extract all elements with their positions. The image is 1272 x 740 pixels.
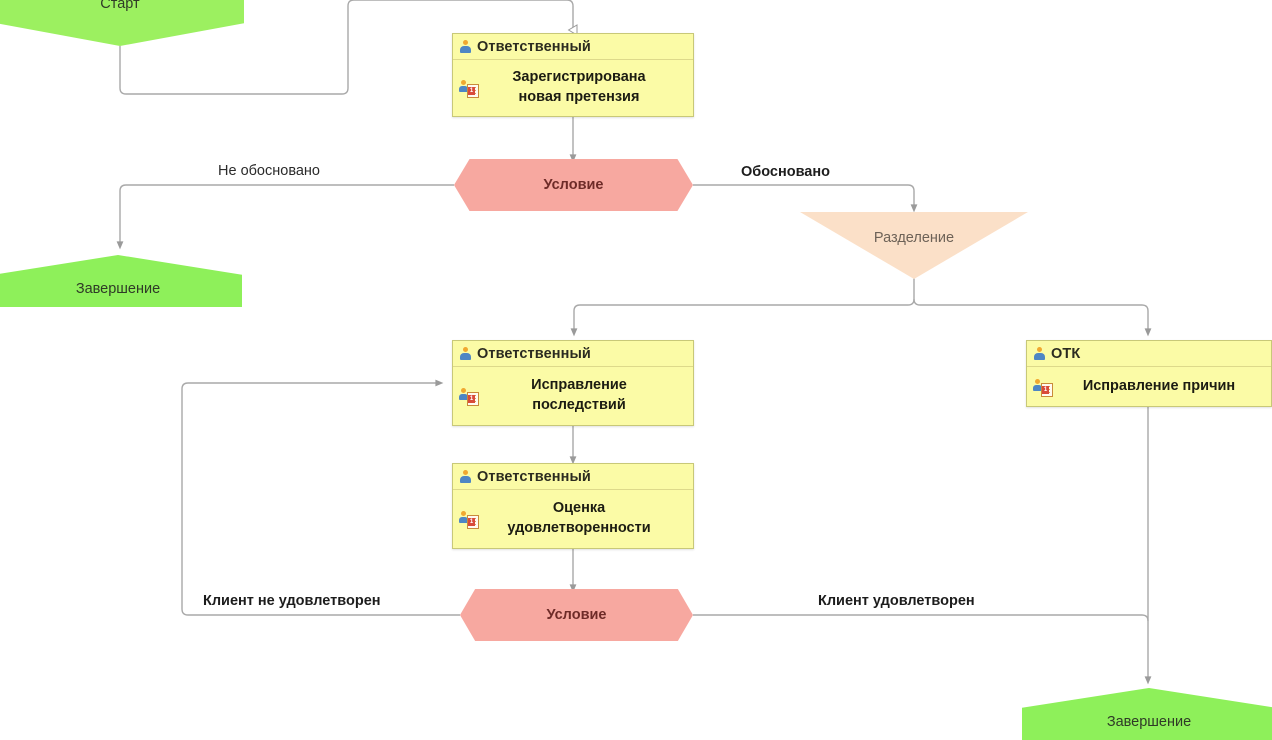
task-fix-causes-body: 1 Исправление причин — [1027, 367, 1271, 406]
task-satisfaction-header: Ответственный — [453, 464, 693, 490]
edge-label-client-not-satisfied: Клиент не удовлетворен — [203, 593, 381, 609]
person-icon — [459, 346, 472, 361]
edge-label-justified: Обосновано — [741, 164, 830, 180]
task-fix-consequences-label: Исправление последствий — [531, 377, 627, 413]
task-registered-body: 1 Зарегистрирована новая претензия — [453, 60, 693, 116]
task-fix-consequences-role: Ответственный — [477, 345, 591, 362]
task-fix-causes-header: ОТК — [1027, 341, 1271, 367]
edge-split-to-fix-causes — [913, 298, 1152, 337]
task-registered-header: Ответственный — [453, 34, 693, 60]
edge-client-not-satisfied-loop — [181, 379, 460, 616]
person-icon — [459, 469, 472, 484]
node-task-satisfaction[interactable]: Ответственный 1 Оценка удовлетворенности — [452, 463, 694, 549]
node-task-fix-consequences[interactable]: Ответственный 1 Исправление последствий — [452, 340, 694, 426]
person-document-icon: 1 — [1033, 378, 1053, 397]
task-registered-label: Зарегистрирована новая претензия — [512, 69, 646, 105]
node-start-label: Старт — [100, 0, 140, 12]
person-document-icon: 1 — [459, 79, 479, 98]
task-fix-causes-label: Исправление причин — [1082, 377, 1236, 394]
task-fix-causes-role: ОТК — [1051, 345, 1081, 362]
edge-condition-not-justified — [116, 184, 454, 250]
person-icon — [459, 39, 472, 54]
edge-split-to-fix-consequences — [570, 298, 915, 337]
task-satisfaction-body: 1 Оценка удовлетворенности — [453, 490, 693, 548]
task-fix-consequences-body: 1 Исправление последствий — [453, 367, 693, 425]
person-document-icon: 1 — [459, 510, 479, 529]
node-task-registered[interactable]: Ответственный 1 Зарегистрирована новая п… — [452, 33, 694, 117]
task-satisfaction-label: Оценка удовлетворенности — [507, 500, 651, 536]
task-satisfaction-role: Ответственный — [477, 468, 591, 485]
node-condition-bottom[interactable]: Условие — [460, 589, 693, 641]
node-condition-top-label: Условие — [543, 177, 604, 193]
edge-label-client-satisfied: Клиент удовлетворен — [818, 593, 975, 609]
edge-client-satisfied — [693, 614, 1149, 622]
person-document-icon: 1 — [459, 387, 479, 406]
task-fix-consequences-header: Ответственный — [453, 341, 693, 367]
node-condition-bottom-label: Условие — [546, 607, 607, 623]
node-condition-top[interactable]: Условие — [454, 159, 693, 211]
task-registered-role: Ответственный — [477, 38, 591, 55]
node-split-label: Разделение — [873, 230, 955, 246]
node-end-left-label: Завершение — [75, 281, 161, 297]
person-icon — [1033, 346, 1046, 361]
edge-condition-justified — [693, 184, 918, 213]
node-end-right-label: Завершение — [1106, 714, 1192, 730]
edge-start-to-registered — [119, 0, 578, 95]
edge-label-not-justified: Не обосновано — [218, 163, 320, 179]
node-task-fix-causes[interactable]: ОТК 1 Исправление причин — [1026, 340, 1272, 407]
